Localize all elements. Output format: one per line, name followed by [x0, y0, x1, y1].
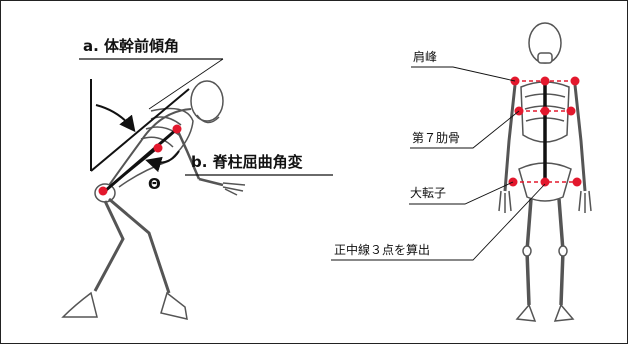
spine-angle-arrow [145, 150, 180, 173]
marker-rib7-right [566, 106, 576, 116]
trunk-line [90, 88, 190, 172]
left-markers [98, 124, 182, 196]
marker-upper-spine [172, 124, 182, 134]
right-arm-front [573, 84, 587, 192]
foot-back [160, 291, 188, 320]
right-foot-front [553, 303, 575, 322]
left-arm-front [503, 84, 517, 192]
midline-label: 正中線３点を算出 [334, 243, 431, 257]
marker-trochanter-mid [540, 177, 550, 187]
marker-mid-spine [153, 143, 163, 153]
spine-flexion-construction [104, 127, 333, 193]
jaw [537, 52, 553, 64]
marker-acromion-right [570, 76, 580, 86]
marker-trochanter-right [572, 177, 582, 187]
marker-hip [98, 186, 108, 196]
rib7-label: 第７肋骨 [412, 131, 461, 145]
theta-symbol: Θ [148, 175, 161, 193]
skull [190, 80, 224, 122]
trunk-angle-arrow [95, 104, 136, 133]
midline-leader [331, 183, 546, 261]
left-knee [522, 245, 532, 257]
bent-skeleton [61, 80, 246, 320]
spine-lower-segment [104, 147, 159, 192]
rib7-leader [410, 110, 520, 149]
forearm [198, 177, 224, 187]
marker-rib7-mid [540, 106, 550, 116]
right-leaders [331, 66, 546, 261]
trochanter-leader [409, 181, 514, 205]
foot-front [61, 291, 98, 318]
right-markers [508, 76, 582, 187]
upper-arm [175, 128, 201, 180]
spine-angle-label: b. 脊柱屈曲角変 [191, 153, 303, 171]
spine-outline [104, 108, 192, 192]
acromion-leader [411, 66, 516, 82]
acromion-label: 肩峰 [413, 50, 438, 64]
leg-back [108, 197, 171, 294]
trochanter-label: 大転子 [410, 186, 447, 200]
right-knee [558, 245, 568, 257]
label-a-leader [148, 58, 224, 110]
left-foot-front [515, 303, 537, 322]
trunk-angle-construction [79, 58, 224, 172]
marker-acromion-mid [540, 76, 550, 86]
leg-front [93, 200, 125, 292]
trunk-angle-label: a. 体幹前傾角 [83, 37, 180, 55]
